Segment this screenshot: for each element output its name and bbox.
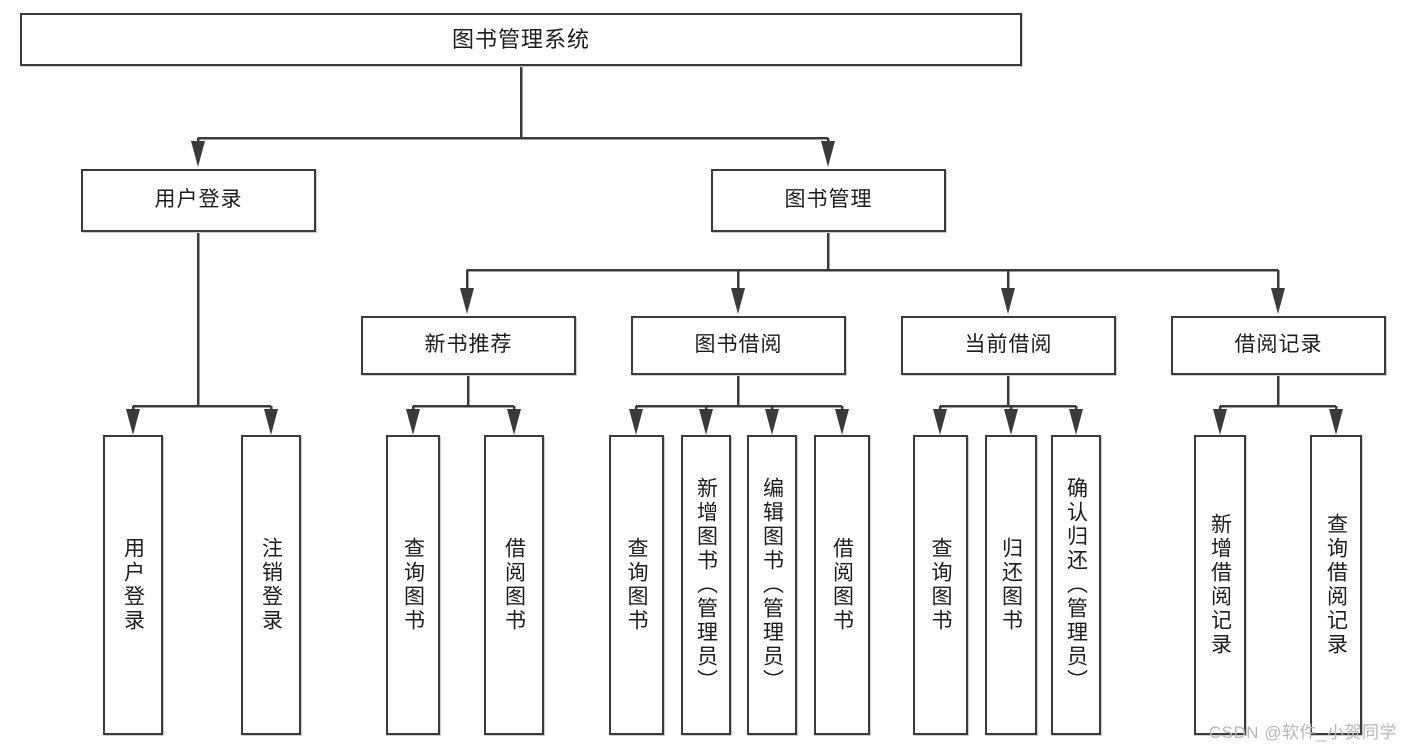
leaf-node: 查询借阅记录 [1310, 435, 1362, 735]
node-label: 新增图书（管理员） [694, 477, 718, 693]
leaf-node: 借阅图书 [484, 435, 544, 735]
node-label: 新书推荐 [424, 333, 513, 357]
node-label: 借阅记录 [1234, 333, 1323, 357]
node-label: 确认归还（管理员） [1064, 477, 1088, 693]
leaf-node: 用户登录 [103, 435, 163, 735]
branch-node: 借阅记录 [1171, 316, 1386, 375]
branch-node: 图书管理 [711, 169, 946, 232]
branch-node: 新书推荐 [361, 316, 576, 375]
node-label: 图书管理 [784, 188, 873, 212]
leaf-node: 查询图书 [386, 435, 440, 735]
node-label: 编辑图书（管理员） [760, 477, 784, 693]
leaf-node: 编辑图书（管理员） [747, 435, 797, 735]
leaf-node: 借阅图书 [814, 435, 870, 735]
node-label: 注销登录 [259, 537, 283, 633]
leaf-node: 归还图书 [985, 435, 1037, 735]
leaf-node: 确认归还（管理员） [1051, 435, 1101, 735]
leaf-node: 查询图书 [913, 435, 968, 735]
node-label: 查询图书 [929, 537, 953, 633]
node-label: 用户登录 [154, 188, 243, 212]
root-node: 图书管理系统 [20, 13, 1022, 66]
leaf-node: 注销登录 [241, 435, 301, 735]
branch-node: 当前借阅 [901, 316, 1116, 375]
node-label: 用户登录 [121, 537, 145, 633]
node-label: 借阅图书 [502, 537, 526, 633]
node-label: 图书借阅 [694, 333, 783, 357]
node-label: 图书管理系统 [451, 26, 590, 52]
node-label: 查询图书 [401, 537, 425, 633]
leaf-node: 新增图书（管理员） [681, 435, 731, 735]
node-label: 查询借阅记录 [1324, 513, 1348, 657]
node-label: 借阅图书 [830, 537, 854, 633]
branch-node: 图书借阅 [631, 316, 846, 375]
watermark-text: CSDN @软件_小贺同学 [1208, 723, 1397, 742]
branch-node: 用户登录 [81, 169, 316, 232]
node-label: 归还图书 [999, 537, 1023, 633]
leaf-node: 新增借阅记录 [1194, 435, 1246, 735]
node-label: 当前借阅 [964, 333, 1053, 357]
node-label: 查询图书 [625, 537, 649, 633]
leaf-node: 查询图书 [609, 435, 664, 735]
node-label: 新增借阅记录 [1208, 513, 1232, 657]
